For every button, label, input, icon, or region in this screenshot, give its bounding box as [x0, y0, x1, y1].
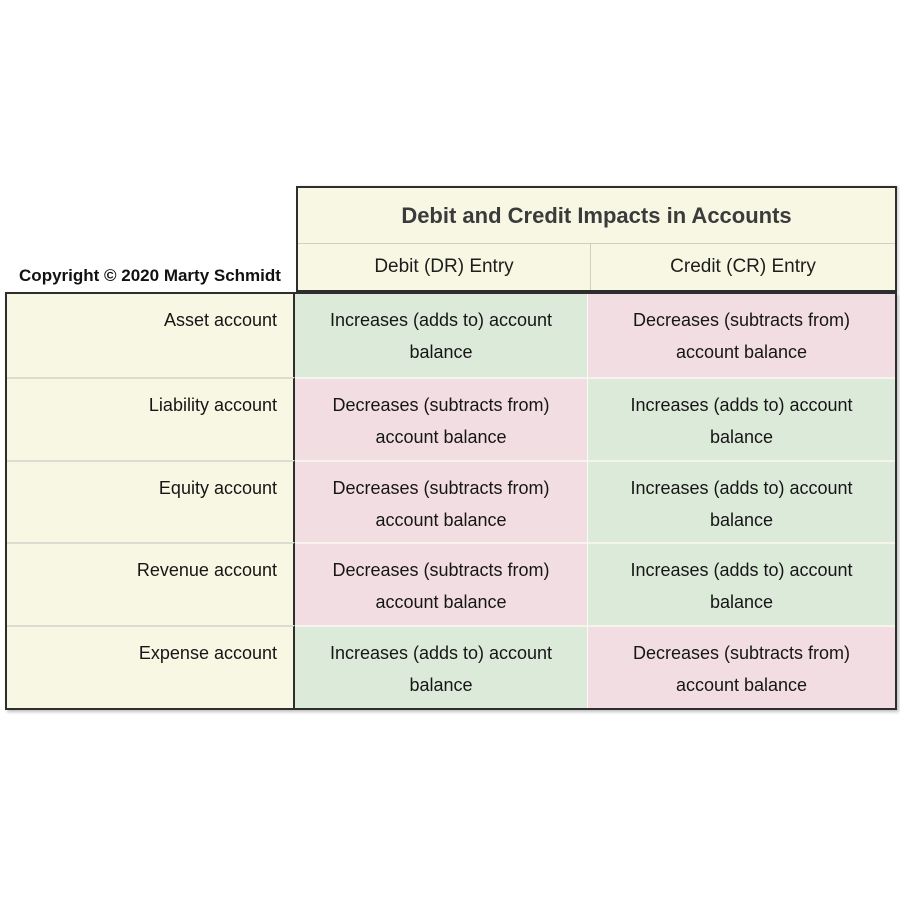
table-row-liability: Liability account Decreases (subtracts f…	[7, 376, 895, 460]
credit-impact-cell: Increases (adds to) account balance	[588, 459, 895, 543]
debit-impact-cell: Decreases (subtracts from) account balan…	[295, 376, 588, 460]
copyright-notice: Copyright © 2020 Marty Schmidt	[19, 266, 281, 285]
accounts-impact-table: Asset account Increases (adds to) accoun…	[5, 292, 897, 710]
row-label: Expense account	[7, 625, 295, 708]
table-row-asset: Asset account Increases (adds to) accoun…	[7, 294, 895, 377]
column-header-row: Debit (DR) Entry Credit (CR) Entry	[298, 244, 895, 290]
table-row-equity: Equity account Decreases (subtracts from…	[7, 459, 895, 543]
credit-impact-cell: Increases (adds to) account balance	[588, 376, 895, 460]
column-header-debit: Debit (DR) Entry	[298, 244, 591, 290]
table-row-expense: Expense account Increases (adds to) acco…	[7, 625, 895, 708]
table-row-revenue: Revenue account Decreases (subtracts fro…	[7, 542, 895, 626]
row-label: Liability account	[7, 376, 295, 460]
debit-impact-cell: Decreases (subtracts from) account balan…	[295, 542, 588, 626]
row-label: Revenue account	[7, 542, 295, 626]
column-header-credit: Credit (CR) Entry	[670, 256, 816, 277]
credit-impact-cell: Decreases (subtracts from) account balan…	[588, 294, 895, 377]
debit-impact-cell: Increases (adds to) account balance	[295, 294, 588, 377]
debit-impact-cell: Decreases (subtracts from) account balan…	[295, 459, 588, 543]
row-label: Asset account	[7, 294, 295, 377]
debit-impact-cell: Increases (adds to) account balance	[295, 625, 588, 708]
table-title: Debit and Credit Impacts in Accounts	[298, 188, 895, 244]
credit-impact-cell: Increases (adds to) account balance	[588, 542, 895, 626]
row-label: Equity account	[7, 459, 295, 543]
credit-impact-cell: Decreases (subtracts from) account balan…	[588, 625, 895, 708]
table-header-panel: Debit and Credit Impacts in Accounts Deb…	[296, 186, 897, 292]
